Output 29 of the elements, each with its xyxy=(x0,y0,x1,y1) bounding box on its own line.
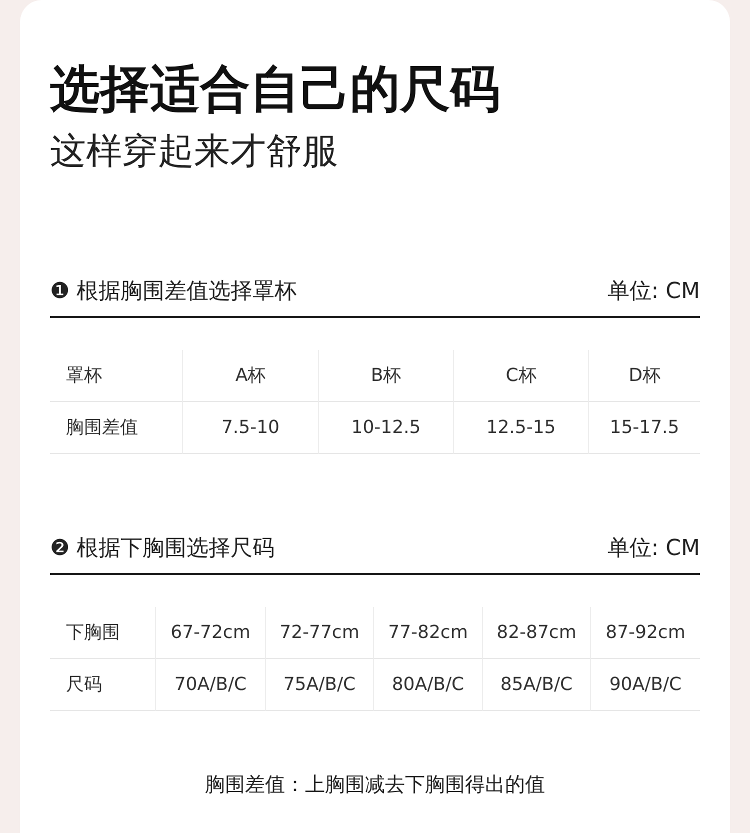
footnote: 胸围差值：上胸围减去下胸围得出的值 xyxy=(205,770,545,798)
section-heading: ❶ 根据胸围差值选择罩杯 xyxy=(50,278,297,306)
table-cell: 胸围差值 xyxy=(50,402,182,454)
unit-note: 单位: CM xyxy=(607,534,700,562)
subtitle: 这样穿起来才舒服 xyxy=(50,130,339,174)
table-cell: C杯 xyxy=(453,350,588,402)
table-cell: B杯 xyxy=(318,350,453,402)
table-cell: 85A/B/C xyxy=(482,658,590,710)
table-cell: 77-82cm xyxy=(373,606,482,658)
table-cell: 90A/B/C xyxy=(590,658,700,710)
table-cell: 70A/B/C xyxy=(155,658,265,710)
table-cell: 罩杯 xyxy=(50,350,182,402)
section-heading: ❷ 根据下胸围选择尺码 xyxy=(50,534,275,562)
table-cell: 15-17.5 xyxy=(588,402,700,454)
table-cell: 尺码 xyxy=(50,658,155,710)
table-cell: 80A/B/C xyxy=(373,658,482,710)
table-cell: A杯 xyxy=(182,350,318,402)
title: 选择适合自己的尺码 xyxy=(50,59,501,120)
table-cell: 10-12.5 xyxy=(318,402,453,454)
table-cell: 67-72cm xyxy=(155,606,265,658)
table-cell: 72-77cm xyxy=(265,606,373,658)
table-cell: D杯 xyxy=(588,350,700,402)
table-cell: 12.5-15 xyxy=(453,402,588,454)
unit-note: 单位: CM xyxy=(607,278,700,306)
table-cell: 7.5-10 xyxy=(182,402,318,454)
table-cell: 75A/B/C xyxy=(265,658,373,710)
table-cell: 87-92cm xyxy=(590,606,700,658)
table-cell: 下胸围 xyxy=(50,606,155,658)
table-cell: 82-87cm xyxy=(482,606,590,658)
